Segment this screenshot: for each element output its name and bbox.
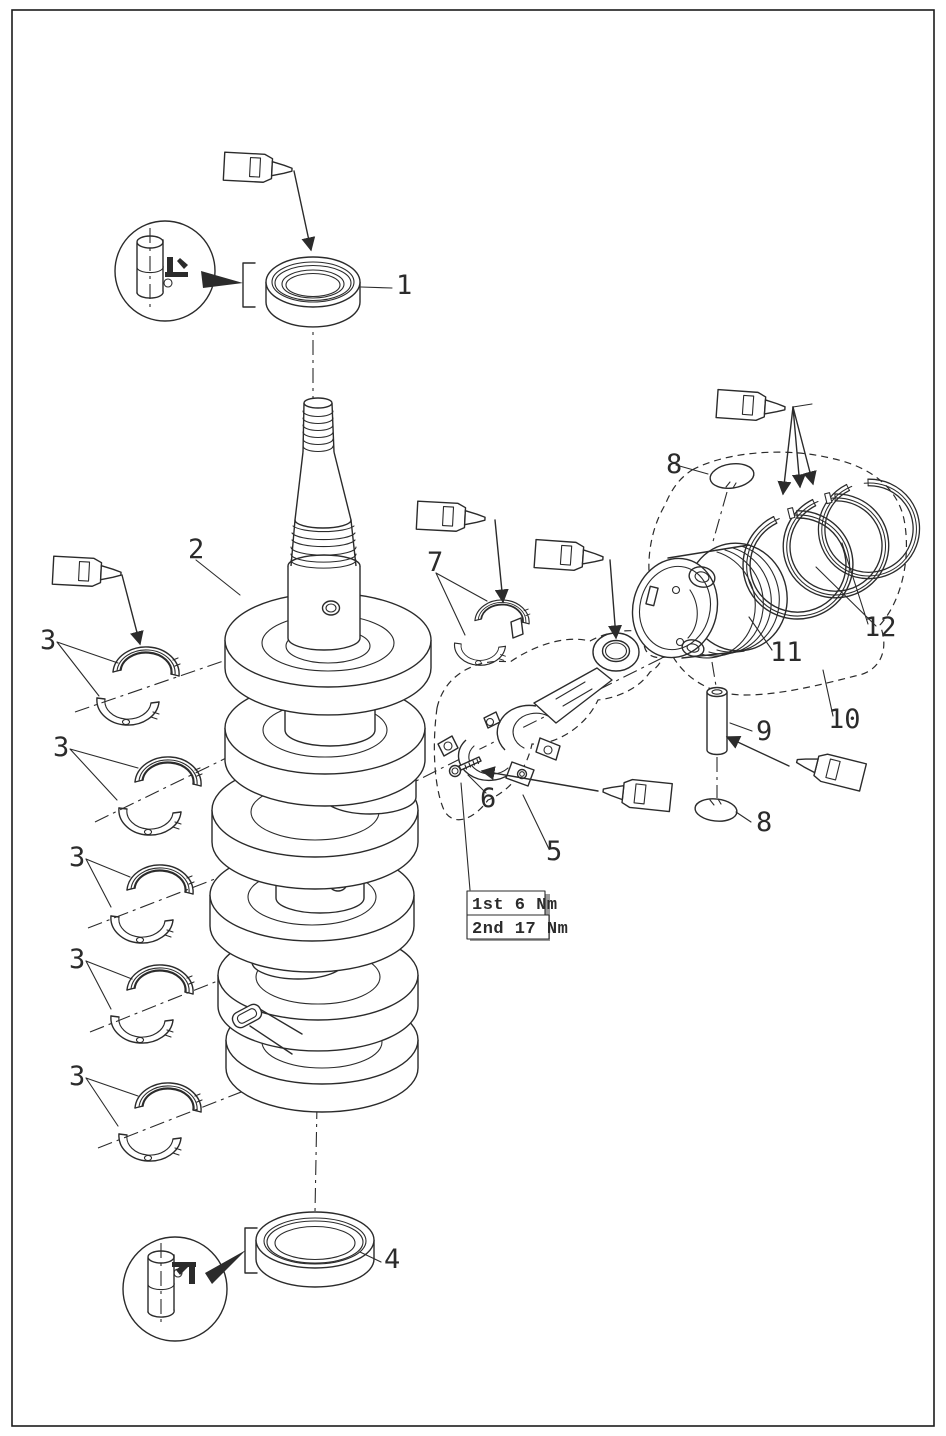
garter-spring: [163, 278, 173, 288]
callout-9: 9: [756, 716, 772, 747]
callout-11: 11: [770, 637, 803, 668]
pointer-wedge: [201, 271, 243, 288]
torque-step-1: 1st 6 Nm: [472, 896, 558, 915]
callout-1: 1: [396, 270, 412, 301]
callouts: 1 2 3 3 3 3 3 4 5 6 7 8 8 9 10 11 12: [40, 270, 897, 1275]
piston-skirt: [631, 557, 719, 659]
piston-pin-boss: [671, 566, 716, 657]
piston: [631, 542, 788, 659]
callout-3: 3: [69, 944, 85, 975]
seal-lip-section: [165, 257, 188, 277]
bracket: [242, 262, 256, 308]
callout-4: 4: [384, 1244, 400, 1275]
torque-note: 1st 6 Nm 2nd 17 Nm: [466, 890, 568, 941]
oil-seal-lower: [255, 1211, 375, 1288]
callout-3: 3: [40, 625, 56, 656]
detail-circle: [122, 1236, 228, 1342]
bracket: [244, 1227, 258, 1274]
callout-2: 2: [188, 534, 204, 565]
crank-nose: [287, 397, 361, 651]
piston-ring-grooves: [692, 545, 780, 659]
piston-rings: [731, 468, 931, 632]
rod-shank: [533, 667, 613, 724]
seal-detail-inset-bottom: [122, 1227, 258, 1342]
callout-3: 3: [69, 842, 85, 873]
torque-row-1-box: [466, 890, 546, 916]
crank-keyway-arm: [231, 1003, 303, 1055]
callout-7: 7: [427, 547, 443, 578]
drawing-frame: [11, 9, 935, 1427]
pointer-wedge: [205, 1250, 246, 1284]
callout-8: 8: [666, 449, 682, 480]
rod-bearing-shells: [453, 599, 531, 666]
grease-arrows: [121, 170, 817, 792]
rod-small-end: [592, 632, 640, 672]
seal-lip-section: [172, 1262, 196, 1284]
callout-3: 3: [53, 732, 69, 763]
crankshaft: [209, 397, 432, 1113]
callout-12: 12: [864, 612, 897, 643]
leader-lines: [56, 286, 877, 1263]
garter-spring: [173, 1268, 183, 1278]
detail-circle: [114, 220, 216, 322]
oil-seal-upper: [265, 256, 361, 328]
connecting-rod: [437, 632, 640, 787]
callout-5: 5: [546, 836, 562, 867]
rod-cap: [437, 735, 535, 787]
torque-row-2-box: [466, 914, 550, 940]
rod-big-end: [483, 704, 561, 761]
seal-detail-inset-top: [114, 220, 256, 322]
callout-10: 10: [828, 704, 861, 735]
piston-pin-clip-top: [709, 463, 755, 489]
callout-8: 8: [756, 807, 772, 838]
rod-bolt: [448, 756, 482, 778]
callout-6: 6: [480, 783, 496, 814]
rod-assembly-outline: [433, 630, 664, 821]
piston-pin: [706, 686, 728, 756]
torque-step-2: 2nd 17 Nm: [472, 920, 568, 939]
callout-3: 3: [69, 1061, 85, 1092]
